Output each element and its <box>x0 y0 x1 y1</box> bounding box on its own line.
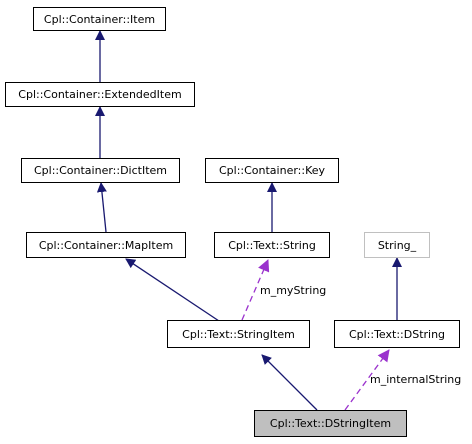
node-text-string-item[interactable]: Cpl::Text::StringItem <box>167 320 310 348</box>
node-container-extended-item[interactable]: Cpl::Container::ExtendedItem <box>5 82 195 107</box>
node-text-dstring[interactable]: Cpl::Text::DString <box>334 320 460 348</box>
node-container-dict-item[interactable]: Cpl::Container::DictItem <box>21 158 180 183</box>
edge-label-internal-string: m_internalString <box>370 373 462 386</box>
node-text-dstring-item[interactable]: Cpl::Text::DStringItem <box>254 410 407 437</box>
edge-usage-my-string <box>241 259 270 321</box>
node-container-map-item[interactable]: Cpl::Container::MapItem <box>26 232 186 258</box>
node-string-underscore[interactable]: String_ <box>364 232 430 258</box>
edge-usage-internal-string <box>344 349 390 411</box>
edge-label-my-string: m_myString <box>260 284 327 297</box>
edge-stringitem-to-mapitem <box>125 258 220 322</box>
node-container-key[interactable]: Cpl::Container::Key <box>205 158 339 183</box>
node-container-item[interactable]: Cpl::Container::Item <box>33 7 166 31</box>
edge-dstringitem-to-stringitem <box>261 354 318 411</box>
edge-map-to-dict <box>96 182 107 233</box>
node-text-string[interactable]: Cpl::Text::String <box>214 232 330 258</box>
